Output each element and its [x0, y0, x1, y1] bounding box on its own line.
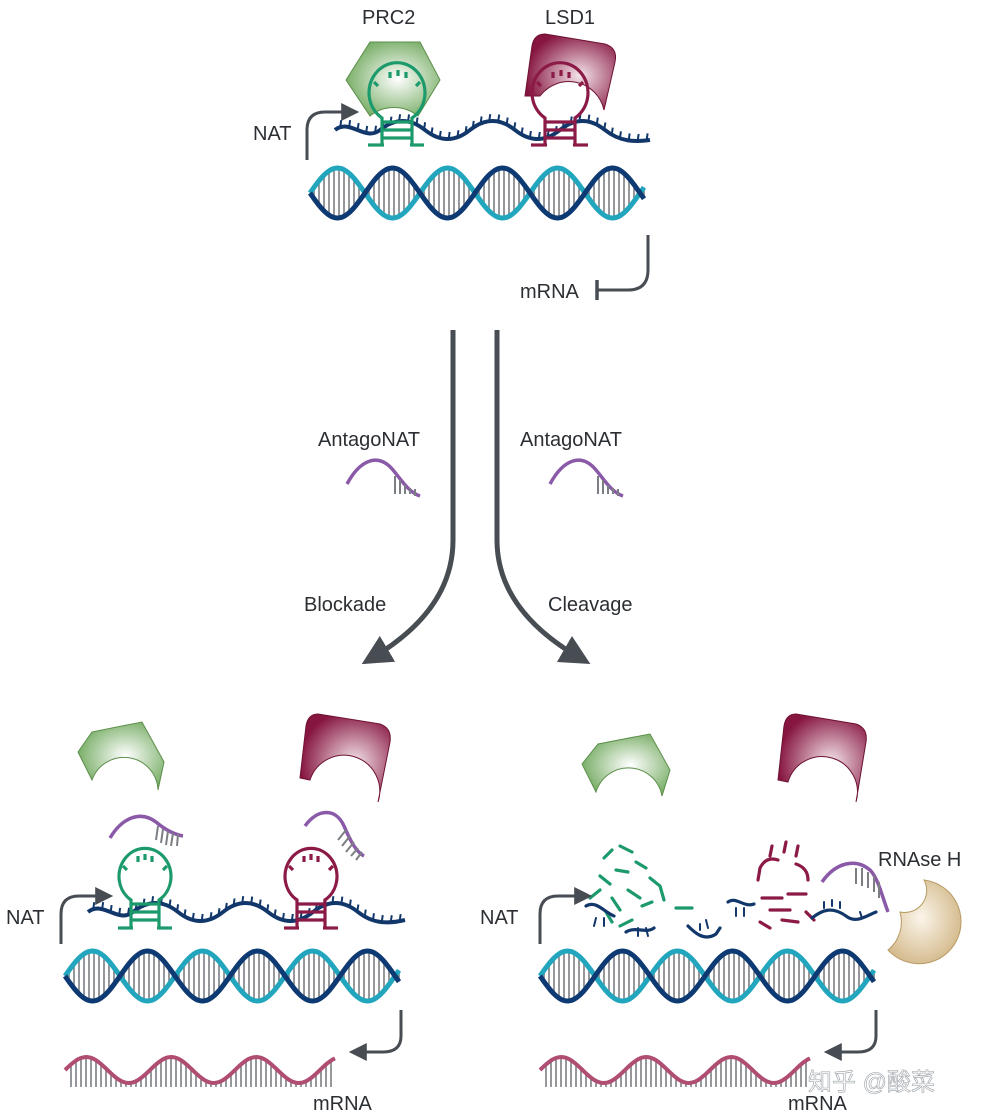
mrna-expression-arrow-blockade [348, 1010, 403, 1061]
blockade-label: Blockade [304, 594, 386, 616]
nat-hairpin-maroon-blockade [283, 846, 339, 930]
cleavage-panel [537, 713, 962, 1087]
nat-label-top: NAT [253, 123, 292, 145]
prc2-protein-released [77, 721, 165, 791]
lsd1-protein-released-right [777, 713, 867, 803]
nat-transcription-arrow-cleavage [538, 887, 593, 944]
dna-helix-cleavage [537, 948, 877, 1004]
dna-helix-top [307, 165, 647, 221]
mrna-label-top: mRNA [520, 281, 580, 303]
blockade-panel [59, 713, 406, 1087]
rnase-h-protein [887, 879, 962, 965]
mrna-label-cleavage: mRNA [788, 1093, 848, 1115]
mrna-inhibition-arrow [598, 235, 650, 292]
nat-hairpin-green-blockade [117, 846, 173, 930]
nat-label-cleavage: NAT [480, 907, 519, 929]
watermark: 知乎 @酸菜 [808, 1069, 935, 1096]
prc2-label: PRC2 [362, 7, 415, 29]
antagonat-label-left: AntagoNAT [318, 429, 420, 451]
mrna-label-blockade: mRNA [313, 1093, 373, 1115]
antagonat-bound-left-1 [108, 814, 184, 847]
mrna-strand-blockade [63, 1054, 336, 1087]
antagonat-bound-left-2 [303, 810, 365, 861]
cleavage-label: Cleavage [548, 594, 633, 616]
dna-helix-blockade [62, 948, 402, 1004]
lsd1-label: LSD1 [545, 7, 595, 29]
antagonat-bound-right [820, 861, 890, 913]
nat-strand-top [333, 114, 651, 143]
top-panel [305, 33, 651, 300]
nat-hairpin-maroon [530, 61, 590, 147]
mrna-expression-arrow-cleavage [823, 1010, 878, 1061]
antagonat-oligo-left [345, 458, 421, 498]
cleaved-nat-fragments [584, 840, 878, 939]
center-branch [345, 330, 624, 665]
cleavage-arrow [494, 330, 591, 665]
lsd1-protein-released [299, 713, 391, 803]
nat-transcription-arrow [305, 103, 360, 160]
antagonat-label-right: AntagoNAT [520, 429, 622, 451]
antagonat-oligo-right [548, 458, 624, 498]
nat-label-blockade: NAT [6, 907, 45, 929]
nat-transcription-arrow-blockade [59, 887, 114, 944]
rnase-h-label: RNAse H [878, 849, 961, 871]
prc2-protein [345, 41, 441, 117]
mrna-strand-cleavage [538, 1054, 811, 1087]
blockade-arrow [361, 330, 456, 665]
nat-hairpin-green [367, 61, 427, 147]
prc2-protein-released-right [581, 733, 671, 797]
